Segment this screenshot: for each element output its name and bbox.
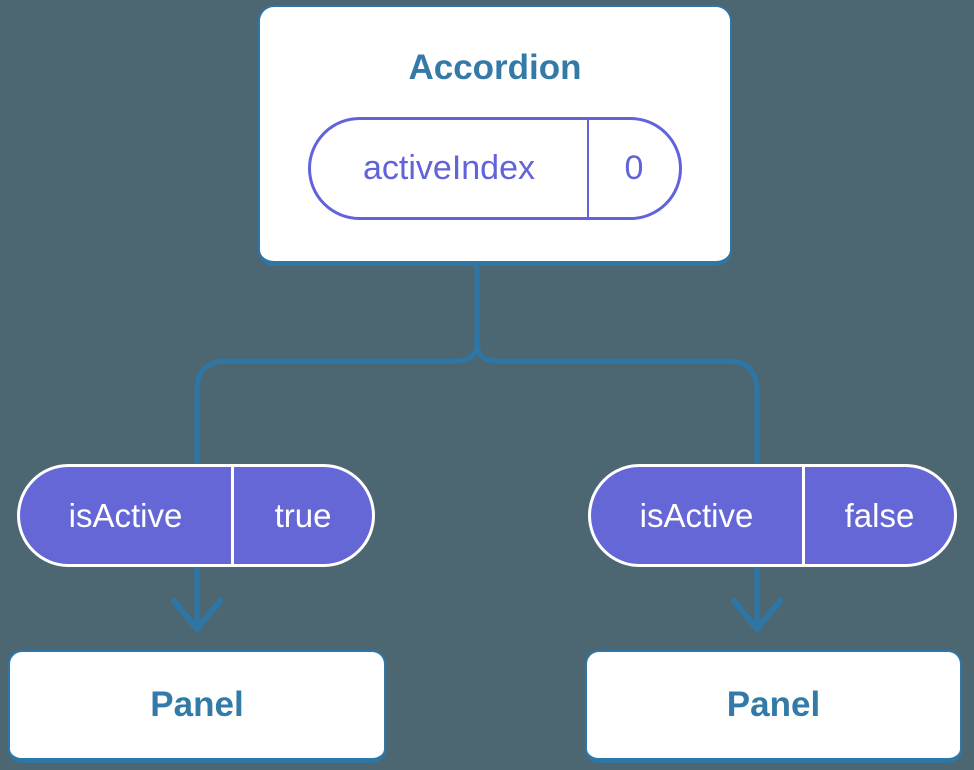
accordion-card: Accordion activeIndex 0 xyxy=(258,5,732,266)
pill-divider xyxy=(802,467,805,564)
panel-title: Panel xyxy=(726,685,821,724)
pill-divider xyxy=(231,467,234,564)
accordion-title: Accordion xyxy=(408,48,582,87)
prop-value: true xyxy=(274,496,332,534)
panel-card-left: Panel xyxy=(8,650,386,763)
prop-name: isActive xyxy=(68,496,183,534)
panel-card-right: Panel xyxy=(585,650,962,763)
prop-value: false xyxy=(844,496,915,534)
state-pill: activeIndex 0 xyxy=(308,117,682,220)
connector-left-branch xyxy=(194,261,480,626)
arrow-down-icon xyxy=(731,598,783,632)
state-value: 0 xyxy=(624,149,644,187)
prop-name: isActive xyxy=(639,496,754,534)
panel-title: Panel xyxy=(150,685,244,724)
prop-pill-right: isActive false xyxy=(588,464,957,567)
arrow-down-icon xyxy=(171,598,223,632)
pill-divider xyxy=(587,120,589,217)
state-name: activeIndex xyxy=(363,149,535,187)
connector-right-branch xyxy=(474,261,760,626)
prop-pill-left: isActive true xyxy=(17,464,375,567)
